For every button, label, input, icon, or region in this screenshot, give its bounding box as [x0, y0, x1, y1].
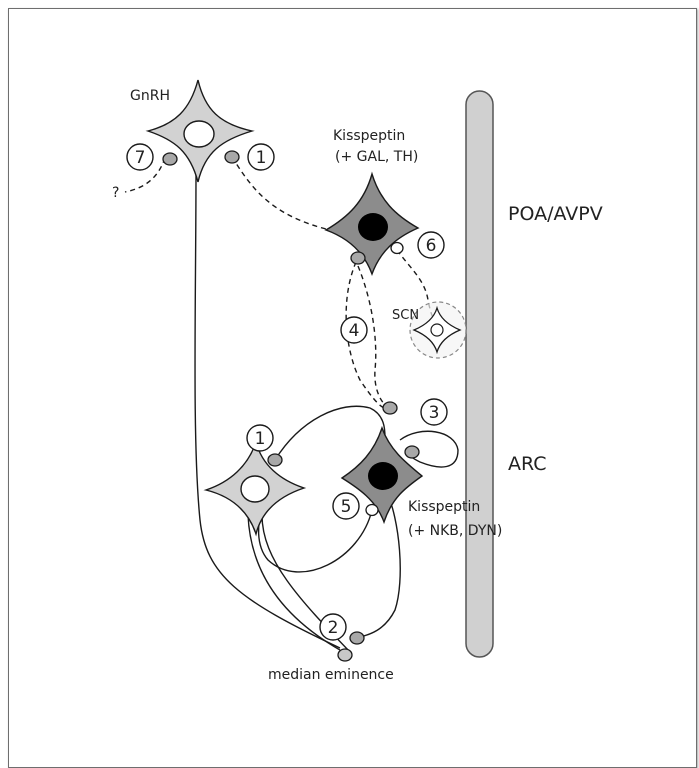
marker-1-top-number: 1	[256, 148, 267, 168]
gnrh-top-axon	[195, 170, 340, 648]
bouton-median-eminence	[338, 649, 352, 661]
marker-4-number: 4	[349, 321, 360, 341]
bouton-kiss-top-left	[351, 252, 365, 264]
marker-6-number: 6	[426, 236, 437, 256]
question-mark-label: ?	[112, 185, 119, 201]
arc-label: ARC	[508, 453, 547, 475]
bouton-1-top	[225, 151, 239, 163]
bouton-1-bottom	[268, 454, 282, 466]
dashed-projections	[125, 157, 436, 408]
scn-label: SCN	[392, 308, 419, 323]
bouton-5	[366, 505, 378, 516]
kiss-to-gnrh-bottom	[275, 406, 385, 460]
poa-avpv-label: POA/AVPV	[508, 203, 603, 225]
bouton-7	[163, 153, 177, 165]
gnrh-label: GnRH	[130, 88, 170, 104]
bouton-6	[391, 243, 403, 254]
third-ventricle-bar	[466, 91, 493, 657]
kisspeptin-bottom-label: Kisspeptin	[408, 499, 480, 515]
bouton-3	[405, 446, 419, 458]
bouton-4-bottom	[383, 402, 397, 414]
kisspeptin-top-coexpression: (+ GAL, TH)	[335, 149, 418, 165]
marker-3-number: 3	[429, 403, 440, 423]
gnrh-neuron-bottom	[206, 442, 304, 534]
bouton-2	[350, 632, 364, 644]
marker-1-bottom-number: 1	[255, 429, 266, 449]
kisspeptin-bottom-coexpression: (+ NKB, DYN)	[408, 523, 502, 539]
marker-5-number: 5	[341, 497, 352, 517]
marker-7-number: 7	[135, 148, 146, 168]
kiss-to-gnrh-top	[232, 157, 330, 230]
marker-2-number: 2	[328, 618, 339, 638]
median-eminence-label: median eminence	[268, 667, 394, 683]
kisspeptin-top-label: Kisspeptin	[333, 128, 405, 144]
